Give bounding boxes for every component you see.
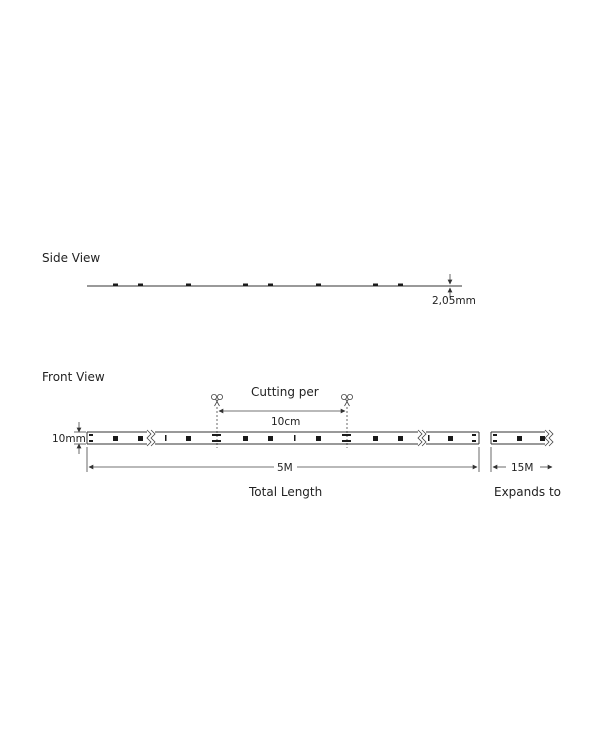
side-view: Side View 2,05mm bbox=[42, 251, 476, 307]
led-chip bbox=[398, 436, 403, 441]
led-chip bbox=[243, 436, 248, 441]
led-chip bbox=[113, 436, 118, 441]
side-chip bbox=[113, 283, 118, 286]
cut-interval-label: 10cm bbox=[271, 416, 300, 428]
led-chip bbox=[517, 436, 522, 441]
front-view: Front View Cutting per 10cm 10mm bbox=[42, 370, 561, 499]
solder-pad bbox=[89, 434, 93, 436]
solder-pad bbox=[212, 434, 221, 436]
cutting-label: Cutting per bbox=[251, 385, 319, 399]
side-chip bbox=[138, 283, 143, 286]
solder-pad bbox=[493, 434, 497, 436]
total-length-label: Total Length bbox=[248, 485, 322, 499]
solder-pad bbox=[472, 434, 476, 436]
front-chips bbox=[89, 434, 545, 442]
length-label: 5M bbox=[277, 462, 293, 474]
solder-pad bbox=[472, 440, 476, 442]
resistor bbox=[294, 435, 296, 441]
thickness-label: 2,05mm bbox=[432, 295, 476, 307]
scissors-icon bbox=[341, 394, 353, 407]
side-chip bbox=[316, 283, 321, 286]
side-chips bbox=[113, 283, 403, 286]
led-chip bbox=[373, 436, 378, 441]
side-chip bbox=[243, 283, 248, 286]
led-chip bbox=[540, 436, 545, 441]
solder-pad bbox=[342, 440, 351, 442]
front-view-title: Front View bbox=[42, 370, 105, 384]
solder-pad bbox=[212, 440, 221, 442]
led-chip bbox=[186, 436, 191, 441]
side-chip bbox=[398, 283, 403, 286]
led-chip bbox=[268, 436, 273, 441]
resistor bbox=[428, 435, 430, 441]
length-dimension bbox=[86, 447, 480, 472]
led-chip bbox=[138, 436, 143, 441]
scissors-icon bbox=[211, 394, 223, 407]
led-chip bbox=[316, 436, 321, 441]
width-label: 10mm bbox=[52, 433, 86, 445]
expand-length-label: 15M bbox=[511, 462, 533, 474]
solder-pad bbox=[89, 440, 93, 442]
side-chip bbox=[186, 283, 191, 286]
side-view-title: Side View bbox=[42, 251, 100, 265]
front-strip bbox=[86, 429, 554, 447]
expands-label: Expands to bbox=[494, 485, 561, 499]
led-chip bbox=[448, 436, 453, 441]
expand-dimension bbox=[490, 447, 553, 472]
solder-pad bbox=[342, 434, 351, 436]
solder-pad bbox=[493, 440, 497, 442]
side-chip bbox=[373, 283, 378, 286]
width-dimension bbox=[74, 422, 86, 454]
side-chip bbox=[268, 283, 273, 286]
resistor bbox=[165, 435, 167, 441]
